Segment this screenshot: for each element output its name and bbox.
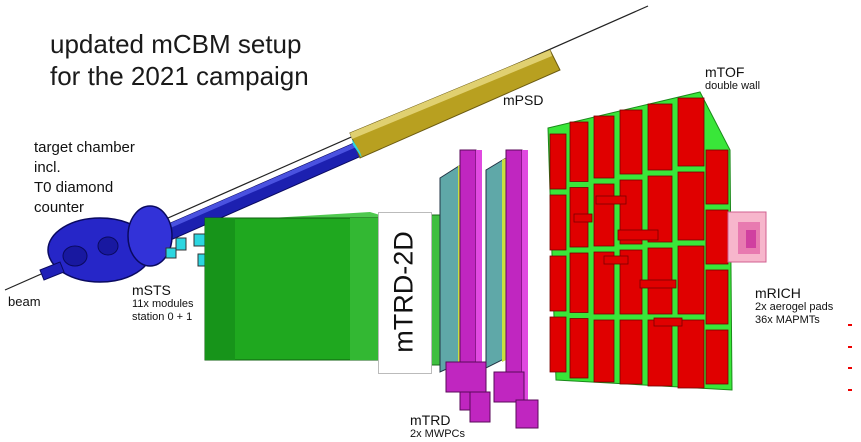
msts-label: mSTS 11x modules station 0 + 1: [132, 282, 194, 324]
mtof-counter: [705, 269, 729, 325]
mtof-line-2: double wall: [705, 80, 761, 92]
mtrd-foot: [515, 399, 539, 429]
msts-name: mSTS: [132, 282, 171, 298]
mrich-box-core: [746, 230, 756, 248]
target-chamber-line-2: incl.: [34, 159, 61, 176]
mtrd-name: mTRD: [410, 412, 451, 428]
mpsd-module-side: [352, 139, 362, 158]
target-chamber-label: target chamber incl. T0 diamond counter: [34, 138, 135, 218]
mtrd2d-label: mTRD-2D: [388, 231, 419, 353]
msts-module: [175, 237, 187, 251]
beam-label: beam: [8, 294, 41, 309]
mrich-line-2: 2x aerogel pads: [755, 301, 834, 313]
target-chamber-line-4: counter: [34, 199, 85, 216]
mtof-name: mTOF: [705, 64, 745, 80]
mrich-line-3: 36x MAPMTs: [755, 314, 820, 326]
mtof-counter: [619, 109, 643, 175]
beam-pipe-inlet: [39, 261, 65, 281]
mtof-counter: [569, 121, 589, 182]
mtof-counter-piece: [573, 213, 593, 223]
mtof-counter: [593, 251, 615, 315]
mtrd-foot: [469, 391, 491, 423]
title-line-2: for the 2021 campaign: [50, 61, 309, 91]
mtof-counter-piece: [653, 317, 683, 327]
target-chamber-port: [62, 245, 88, 267]
target-chamber-line-3: T0 diamond: [34, 179, 114, 196]
mtrd-line-2: 2x MWPCs: [410, 428, 465, 440]
msts-module: [165, 247, 177, 259]
mtrd-foot: [445, 361, 487, 393]
mrich-label: mRICH 2x aerogel pads 36x MAPMTs: [755, 285, 833, 327]
msts-line-3: station 0 + 1: [132, 311, 193, 323]
mtof-counter: [593, 319, 615, 383]
mtof-counter-piece: [617, 229, 659, 241]
mrich-name: mRICH: [755, 285, 801, 301]
mtof-label: mTOF double wall: [705, 64, 760, 93]
mtof-counter: [593, 115, 615, 179]
mtrd-pillar: [505, 149, 523, 401]
msts-line-2: 11x modules: [132, 298, 194, 310]
mtrd-pillar-side: [522, 150, 528, 400]
mtof-counter: [647, 103, 673, 171]
mpsd-module-face: [350, 50, 552, 139]
mtof-counter-piece: [639, 279, 677, 289]
mtof-counter: [569, 318, 589, 379]
mtof-counter: [677, 97, 705, 167]
title-line-1: updated mCBM setup: [50, 29, 302, 59]
diagram-title: updated mCBM setup for the 2021 campaign: [50, 28, 309, 92]
mtrd2d-label-box: [378, 212, 432, 374]
mtof-counter: [647, 319, 673, 387]
mtrd-label: mTRD 2x MWPCs: [410, 412, 465, 441]
mtof-counter: [619, 319, 643, 385]
mtof-counter: [593, 183, 615, 247]
mtrd-foot: [493, 371, 525, 403]
mtof-counter: [705, 149, 729, 205]
target-chamber-line-1: target chamber: [34, 139, 135, 156]
mtof-counter: [549, 133, 567, 190]
mtof-counter: [549, 194, 567, 251]
target-chamber-cap: [127, 205, 173, 267]
mpsd-label: mPSD: [503, 92, 544, 108]
msts-box-shadow: [350, 218, 380, 360]
mtrd-pillar-side: [476, 150, 482, 410]
mtof-counter: [677, 245, 705, 315]
mtof-counter: [549, 255, 567, 312]
mtof-counter: [677, 171, 705, 241]
mtof-counter: [569, 252, 589, 313]
mtof-counter: [705, 329, 729, 385]
msts-box-front: [205, 218, 235, 360]
target-chamber-port: [97, 236, 119, 256]
mtof-counter: [677, 319, 705, 389]
mtof-counters: [549, 97, 729, 389]
mtof-counter: [705, 209, 729, 265]
mtof-counter-piece: [603, 255, 629, 265]
mtof-counter: [549, 316, 567, 373]
mtof-counter-piece: [595, 195, 627, 205]
